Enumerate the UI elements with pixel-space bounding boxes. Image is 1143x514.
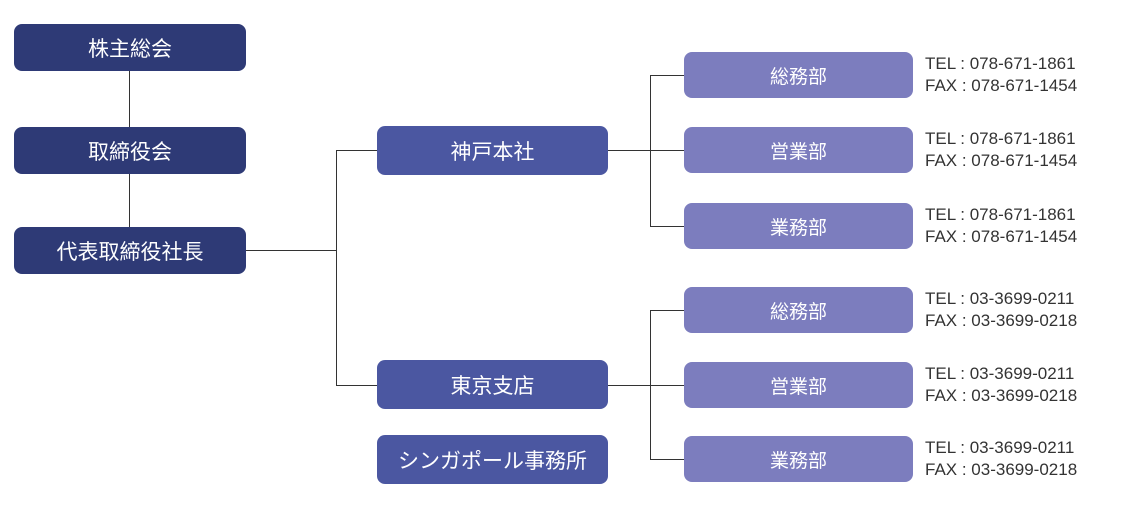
node-tokyo-branch: 東京支店 xyxy=(377,360,608,409)
contact-kobe-sales: TEL : 078-671-1861 FAX : 078-671-1454 xyxy=(925,128,1077,172)
connector-to-tokyo-general-affairs xyxy=(650,310,684,311)
contact-tokyo-general-affairs: TEL : 03-3699-0211 FAX : 03-3699-0218 xyxy=(925,288,1077,332)
tel-line: TEL : 03-3699-0211 xyxy=(925,438,1075,457)
tel-line: TEL : 078-671-1861 xyxy=(925,129,1076,148)
connector-to-kobe-general-affairs xyxy=(650,75,684,76)
contact-kobe-operations: TEL : 078-671-1861 FAX : 078-671-1454 xyxy=(925,204,1077,248)
node-board-of-directors: 取締役会 xyxy=(14,127,246,174)
node-tokyo-operations-dept: 業務部 xyxy=(684,436,913,482)
connector-tokyo-stub xyxy=(608,385,650,386)
fax-line: FAX : 078-671-1454 xyxy=(925,227,1078,246)
node-kobe-head-office: 神戸本社 xyxy=(377,126,608,175)
fax-line: FAX : 03-3699-0218 xyxy=(925,386,1078,405)
fax-line: FAX : 03-3699-0218 xyxy=(925,311,1078,330)
tel-line: TEL : 078-671-1861 xyxy=(925,54,1076,73)
tel-line: TEL : 03-3699-0211 xyxy=(925,364,1075,383)
node-representative-director-president: 代表取締役社長 xyxy=(14,227,246,274)
connector-to-tokyo xyxy=(336,385,377,386)
node-kobe-operations-dept: 業務部 xyxy=(684,203,913,249)
connector-president-stub xyxy=(246,250,337,251)
connector-office-trunk xyxy=(336,150,337,386)
tel-line: TEL : 078-671-1861 xyxy=(925,205,1076,224)
contact-tokyo-sales: TEL : 03-3699-0211 FAX : 03-3699-0218 xyxy=(925,363,1077,407)
node-shareholders-meeting: 株主総会 xyxy=(14,24,246,71)
connector-to-kobe xyxy=(336,150,377,151)
connector-board-to-president xyxy=(129,174,130,227)
connector-kobe-dept-trunk xyxy=(650,75,651,227)
tel-line: TEL : 03-3699-0211 xyxy=(925,289,1075,308)
connector-to-kobe-operations xyxy=(650,226,684,227)
node-kobe-sales-dept: 営業部 xyxy=(684,127,913,173)
contact-tokyo-operations: TEL : 03-3699-0211 FAX : 03-3699-0218 xyxy=(925,437,1077,481)
connector-to-kobe-sales xyxy=(650,150,684,151)
node-kobe-general-affairs-dept: 総務部 xyxy=(684,52,913,98)
connector-to-tokyo-operations xyxy=(650,459,684,460)
fax-line: FAX : 078-671-1454 xyxy=(925,76,1078,95)
contact-kobe-general-affairs: TEL : 078-671-1861 FAX : 078-671-1454 xyxy=(925,53,1077,97)
connector-shareholders-to-board xyxy=(129,71,130,127)
fax-line: FAX : 078-671-1454 xyxy=(925,151,1078,170)
fax-line: FAX : 03-3699-0218 xyxy=(925,460,1078,479)
node-tokyo-general-affairs-dept: 総務部 xyxy=(684,287,913,333)
node-tokyo-sales-dept: 営業部 xyxy=(684,362,913,408)
connector-to-tokyo-sales xyxy=(650,385,684,386)
connector-kobe-stub xyxy=(608,150,650,151)
node-singapore-office: シンガポール事務所 xyxy=(377,435,608,484)
